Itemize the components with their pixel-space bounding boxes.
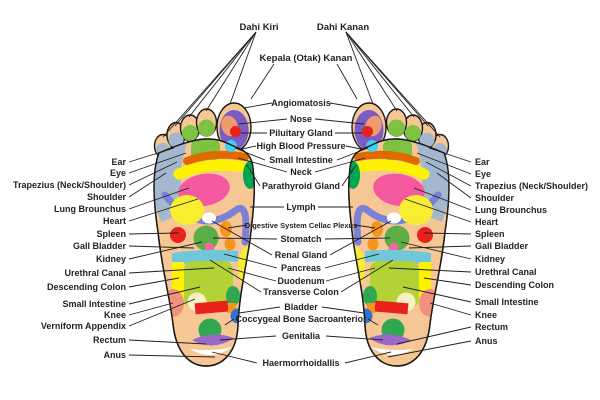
center-leader-lines (209, 102, 394, 364)
label-duodenum: Duodenum (278, 276, 325, 286)
left-label-column: Ear Eye Trapezius (Neck/Shoulder) Should… (13, 157, 127, 360)
label-right-rectum: Rectum (475, 322, 508, 332)
zone-spleen-red (170, 227, 186, 243)
label-transverse-colon: Transverse Colon (263, 287, 339, 297)
label-left-anus: Anus (104, 350, 127, 360)
zone-spleen-yellow (170, 195, 204, 225)
label-right-ear: Ear (475, 157, 490, 167)
right-label-column: Ear Eye Trapezius (Neck/Shoulder) Should… (475, 157, 588, 346)
left-column-leader-lines (128, 147, 216, 358)
zone-rectum-bar (194, 300, 229, 315)
label-right-anus: Anus (475, 336, 498, 346)
label-left-knee: Knee (104, 310, 126, 320)
label-parathyroid-gland: Parathyroid Gland (262, 181, 340, 191)
label-renal-gland: Renal Gland (275, 250, 328, 260)
label-left-lung-brounchus: Lung Brounchus (54, 204, 126, 214)
label-right-lung-brounchus: Lung Brounchus (475, 205, 547, 215)
label-left-ear: Ear (111, 157, 126, 167)
label-haermorrhoidallis: Haermorrhoidallis (262, 358, 339, 368)
zone-genitalia (192, 334, 234, 346)
label-left-verniform-appendix: Verniform Appendix (41, 321, 126, 331)
label-small-intestine-center: Small Intestine (269, 155, 333, 165)
zone-sigmoid-green (226, 286, 240, 306)
label-neck: Neck (290, 167, 313, 177)
label-left-trapezius: Trapezius (Neck/Shoulder) (13, 180, 126, 190)
top-labels: Dahi Kiri Dahi Kanan Kepala (Otak) Kanan (239, 22, 369, 64)
label-right-kidney: Kidney (475, 254, 505, 264)
zone-anus-orange (228, 303, 236, 313)
label-right-spleen: Spleen (475, 229, 505, 239)
label-stomatch: Stomatch (280, 234, 321, 244)
label-kepala-otak-kanan: Kepala (Otak) Kanan (260, 53, 353, 64)
label-left-descending-colon: Descending Colon (47, 282, 126, 292)
right-column-leader-lines (387, 147, 472, 358)
label-right-eye: Eye (475, 169, 491, 179)
label-dahi-kiri: Dahi Kiri (239, 22, 278, 33)
label-left-rectum: Rectum (93, 335, 126, 345)
center-label-column: Angiomatosis Nose Piluitary Gland High B… (235, 98, 367, 368)
zone-pituitary-gland (230, 126, 241, 137)
label-pancreas: Pancreas (281, 263, 321, 273)
label-left-heart: Heart (103, 216, 126, 226)
label-bladder: Bladder (284, 302, 318, 312)
label-left-gall-bladder: Gall Bladder (73, 241, 127, 251)
label-nose: Nose (290, 114, 312, 124)
label-right-descending-colon: Descending Colon (475, 280, 554, 290)
zone-haemorrhoid (190, 347, 232, 356)
zone-medial-green (243, 161, 255, 189)
label-left-eye: Eye (110, 168, 126, 178)
label-digestive-system-cellac-plexus: Digestive System Cellac Plexus (245, 221, 358, 230)
label-left-kidney: Kidney (96, 254, 126, 264)
zone-duodenum-orange (224, 237, 236, 251)
label-high-blood-pressure: High Blood Pressure (256, 141, 345, 151)
label-piluitary-gland: Piluitary Gland (269, 128, 333, 138)
zone-transverse-colon (172, 249, 238, 266)
left-foot-illustration (153, 102, 255, 367)
right-foot-illustration (346, 103, 453, 366)
label-left-urethral-canal: Urethral Canal (64, 268, 126, 278)
zone-renal-gland (202, 212, 216, 224)
label-right-urethral-canal: Urethral Canal (475, 267, 537, 277)
label-left-spleen: Spleen (96, 229, 126, 239)
label-angiomatosis: Angiomatosis (271, 98, 331, 108)
zone-toe2-eye (198, 119, 215, 137)
zone-neck-band (183, 150, 249, 165)
label-right-gall-bladder: Gall Bladder (475, 241, 529, 251)
label-right-shoulder: Shoulder (475, 193, 514, 203)
zone-cyan-dot (225, 140, 237, 152)
label-coccygeal-bone-sacroanterior: Coccygeal Bone Sacroanterior (235, 314, 367, 324)
label-left-small-intestine: Small Intestine (62, 299, 126, 309)
label-dahi-kanan: Dahi Kanan (317, 22, 369, 33)
left-sole-zones (154, 140, 255, 356)
zone-toe3-eye (182, 125, 198, 141)
left-sole-outline (153, 138, 255, 367)
label-right-heart: Heart (475, 217, 498, 227)
label-lymph: Lymph (286, 202, 315, 212)
top-leader-lines (162, 31, 441, 138)
zone-toe4-shoulder (168, 132, 184, 148)
label-right-trapezius: Trapezius (Neck/Shoulder) (475, 181, 588, 191)
label-genitalia: Genitalia (282, 331, 321, 341)
label-right-small-intestine: Small Intestine (475, 297, 539, 307)
label-right-knee: Knee (475, 310, 497, 320)
label-left-shoulder: Shoulder (87, 192, 126, 202)
zone-parathyroid-band (173, 159, 254, 180)
